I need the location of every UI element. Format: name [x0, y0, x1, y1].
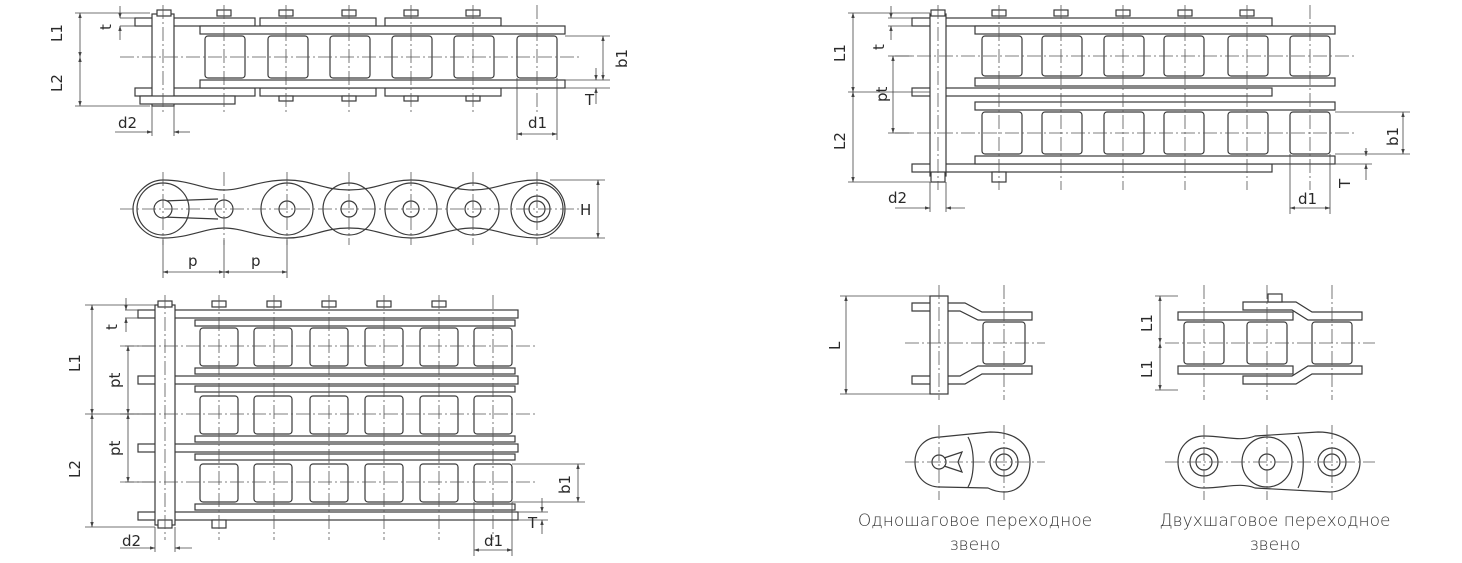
- label-b1-triple: b1: [556, 475, 574, 494]
- label-H: H: [580, 201, 591, 219]
- label-d1-double: d1: [1298, 190, 1317, 208]
- label-pt-triple-2: pt: [106, 440, 124, 456]
- label-b1: b1: [613, 49, 631, 68]
- label-p-2: p: [251, 252, 261, 270]
- caption-double-line2: звено: [1249, 535, 1300, 555]
- label-d1-triple: d1: [484, 532, 503, 550]
- label-L-single: L: [826, 341, 844, 350]
- single-pitch-offset-link: L Одношаговое переходное звено: [826, 285, 1092, 555]
- label-L1-triple: L1: [66, 354, 84, 372]
- label-d2-double: d2: [888, 189, 907, 207]
- label-L2: L2: [48, 74, 66, 92]
- label-L1-double: L1: [831, 44, 849, 62]
- chain-side-view: p p H: [120, 172, 605, 278]
- label-t-triple: t: [103, 324, 121, 330]
- label-t-double: t: [870, 44, 888, 50]
- label-b1-double: b1: [1384, 127, 1402, 146]
- label-p: p: [188, 252, 198, 270]
- label-pt-double: pt: [873, 86, 891, 102]
- label-T: T: [584, 91, 595, 109]
- label-d2-triple: d2: [122, 532, 141, 550]
- caption-single-line1: Одношаговое переходное: [858, 511, 1092, 531]
- caption-double-line1: Двухшаговое переходное: [1159, 511, 1390, 531]
- label-L1: L1: [48, 24, 66, 42]
- label-L1-offset-1: L1: [1138, 314, 1156, 332]
- label-L2-double: L2: [831, 132, 849, 150]
- caption-single-line2: звено: [949, 535, 1000, 555]
- label-L1-offset-2: L1: [1138, 360, 1156, 378]
- label-T-double: T: [1336, 178, 1354, 189]
- label-L2-triple: L2: [66, 460, 84, 478]
- label-d2: d2: [118, 114, 137, 132]
- double-row-chain-top-view: L1 L2 pt t b1 T d2 d1: [831, 5, 1410, 214]
- label-T-triple: T: [527, 514, 538, 532]
- triple-row-chain-top-view: L1 L2 pt pt t b1 T d2 d1: [66, 295, 585, 556]
- label-pt-triple-1: pt: [106, 372, 124, 388]
- label-t: t: [97, 24, 115, 30]
- label-d1: d1: [528, 114, 547, 132]
- double-pitch-offset-link: L1 L1 Двухшаговое переходное звено: [1138, 285, 1391, 555]
- single-row-chain-top-view: L1 L2 t b1 T d2 d1: [48, 5, 631, 140]
